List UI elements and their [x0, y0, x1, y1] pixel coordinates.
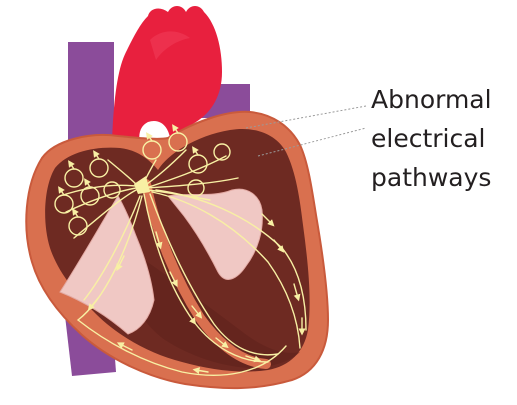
- label-abnormal: Abnormal: [371, 84, 492, 115]
- label-electrical: electrical: [371, 123, 486, 154]
- label-pathways: pathways: [371, 162, 491, 193]
